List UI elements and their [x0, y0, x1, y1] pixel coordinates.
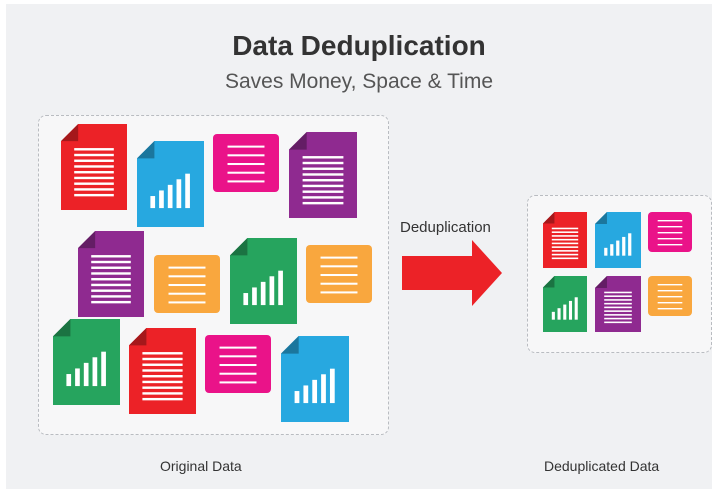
diagram-subtitle: Saves Money, Space & Time: [224, 70, 494, 93]
original-data-caption: Original Data: [160, 458, 242, 474]
original-chart-doc-icon: [230, 238, 297, 324]
deduplicated-chart-doc-icon: [543, 276, 587, 332]
original-chart-doc-icon: [53, 319, 120, 405]
original-chart-doc-icon: [281, 336, 349, 422]
deduplicated-note-card-icon: [648, 212, 692, 252]
original-chart-doc-icon: [137, 141, 204, 227]
original-note-card-icon: [213, 134, 279, 192]
original-text-doc-icon: [129, 328, 196, 414]
original-text-doc-icon: [78, 231, 144, 317]
deduplicated-data-caption: Deduplicated Data: [544, 458, 660, 474]
deduplicated-text-doc-icon: [543, 212, 587, 268]
deduplicated-text-doc-icon: [595, 276, 641, 332]
original-text-doc-icon: [289, 132, 357, 218]
diagram-title: Data Deduplication: [232, 30, 486, 61]
original-note-card-icon: [205, 335, 271, 393]
deduplicated-note-card-icon: [648, 276, 692, 316]
original-text-doc-icon: [61, 124, 127, 210]
arrow-label: Deduplication: [400, 219, 491, 236]
deduplicated-chart-doc-icon: [595, 212, 641, 268]
original-note-card-icon: [154, 255, 220, 313]
deduplication-arrow-icon: [402, 240, 502, 306]
original-note-card-icon: [306, 245, 372, 303]
